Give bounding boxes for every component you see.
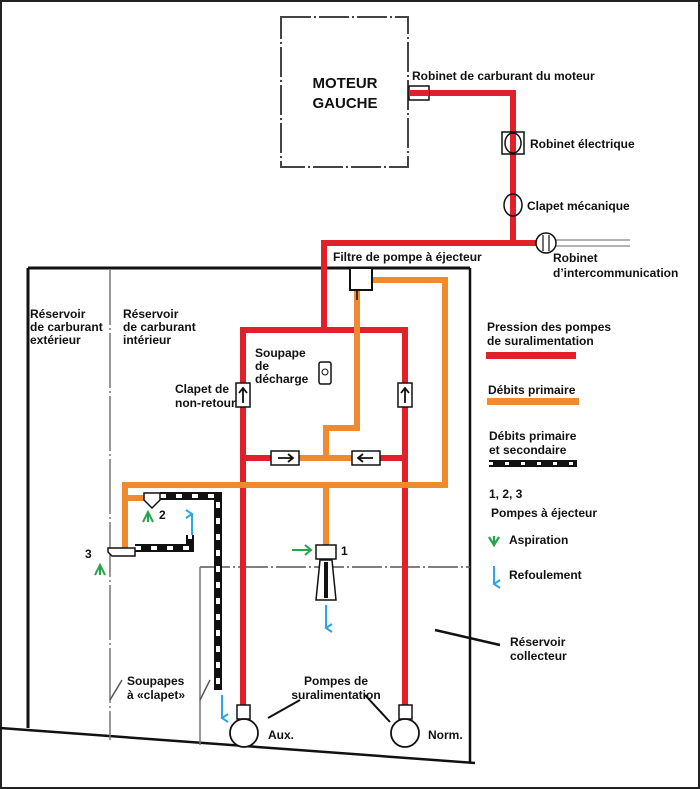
legend-primary-swatch	[487, 398, 579, 405]
relief-valve-label-3: décharge	[255, 372, 309, 386]
flapper-valve-inner	[199, 679, 211, 701]
inner-tank-label-1: Réservoir	[123, 307, 179, 321]
inner-tank-label-2: de carburant	[123, 320, 196, 334]
suction-arrows	[94, 509, 313, 576]
tank-outline	[0, 266, 476, 765]
legend-suction-icon	[488, 536, 500, 548]
ejector-pump-2-icon	[143, 492, 161, 510]
check-valve-horizontal-left-icon	[270, 450, 300, 466]
relief-valve-label-2: de	[255, 359, 269, 373]
boost-pump-norm-icon	[390, 704, 420, 748]
legend-boost-label-1: Pression des pompes	[487, 320, 611, 334]
legend-ejector-pumps: Pompes à éjecteur	[491, 506, 597, 520]
suction-arrow-1-icon	[292, 544, 313, 556]
boost-pumps-label-2: suralimentation	[291, 688, 380, 702]
legend: Pression des pompes de suralimentation D…	[486, 320, 611, 589]
crossfeed-valve-label-2: d’intercommunication	[553, 266, 678, 280]
pump-aux-label: Aux.	[268, 728, 294, 742]
primary-flow-lines	[122, 277, 448, 552]
legend-secondary-label-2: et secondaire	[489, 443, 567, 457]
inner-tank-label-3: intérieur	[123, 333, 171, 347]
relief-valve-icon	[318, 361, 332, 385]
collector-tank-label-1: Réservoir	[510, 635, 566, 649]
check-valve-label-2: non-retour	[175, 396, 236, 410]
electric-valve-label: Robinet électrique	[530, 137, 635, 151]
boost-pumps-label-1: Pompes de	[304, 674, 368, 688]
boost-pump-leader-left	[267, 699, 301, 719]
mechanical-valve-label: Clapet mécanique	[527, 199, 630, 213]
legend-boost-label-2: de suralimentation	[487, 334, 594, 348]
ejector-filter-label: Filtre de pompe à éjecteur	[333, 250, 482, 264]
suction-arrow-3-icon	[94, 562, 106, 576]
engine-label-1: MOTEUR	[313, 75, 378, 92]
ejector-pump-1-icon	[315, 544, 337, 601]
outer-tank-label-3: extérieur	[30, 333, 81, 347]
check-valve-label-1: Clapet de	[175, 382, 229, 396]
collector-tank-label-2: collecteur	[510, 649, 567, 663]
check-valve-left-icon	[235, 382, 251, 408]
ejector-2-label: 2	[159, 508, 166, 522]
engine-fuel-valve-label: Robinet de carburant du moteur	[412, 69, 595, 83]
boost-pump-leader-right	[364, 694, 391, 723]
check-valve-right-icon	[397, 382, 413, 408]
suction-arrow-2-icon	[142, 509, 154, 523]
ejector-pump-3-icon	[107, 547, 136, 557]
legend-secondary-label-1: Débits primaire	[489, 429, 577, 443]
electric-valve-icon	[501, 131, 525, 155]
legend-ejector-numbers: 1, 2, 3	[489, 487, 523, 501]
outer-tank-label-2: de carburant	[30, 320, 103, 334]
engine-label-2: GAUCHE	[312, 95, 377, 112]
legend-boost-swatch	[486, 352, 576, 359]
check-valve-horizontal-right-icon	[351, 450, 381, 466]
mechanical-valve-icon	[503, 193, 523, 217]
discharge-arrows	[185, 509, 333, 723]
legend-discharge-label: Refoulement	[509, 568, 582, 582]
collector-leader	[434, 628, 501, 647]
pump-norm-label: Norm.	[428, 728, 463, 742]
flapper-valves-label-2: à «clapet»	[127, 688, 185, 702]
ejector-1-label: 1	[341, 544, 348, 558]
legend-suction-label: Aspiration	[509, 533, 568, 547]
outer-tank-label-1: Réservoir	[30, 307, 86, 321]
ejector-filter	[349, 267, 373, 291]
legend-secondary-swatch	[489, 460, 577, 467]
legend-primary-label: Débits primaire	[488, 383, 576, 397]
engine-box	[280, 16, 409, 168]
crossfeed-valve-icon	[535, 232, 557, 254]
relief-valve-label-1: Soupape	[255, 346, 306, 360]
boost-pressure-lines	[240, 90, 540, 740]
flapper-valves-label-1: Soupapes	[127, 674, 185, 688]
ejector-3-label: 3	[85, 547, 92, 561]
boost-pump-aux-icon	[229, 704, 259, 748]
crossfeed-valve-label-1: Robinet	[553, 251, 598, 265]
secondary-flow-lines	[135, 492, 222, 690]
flapper-valve-outer	[109, 679, 123, 701]
